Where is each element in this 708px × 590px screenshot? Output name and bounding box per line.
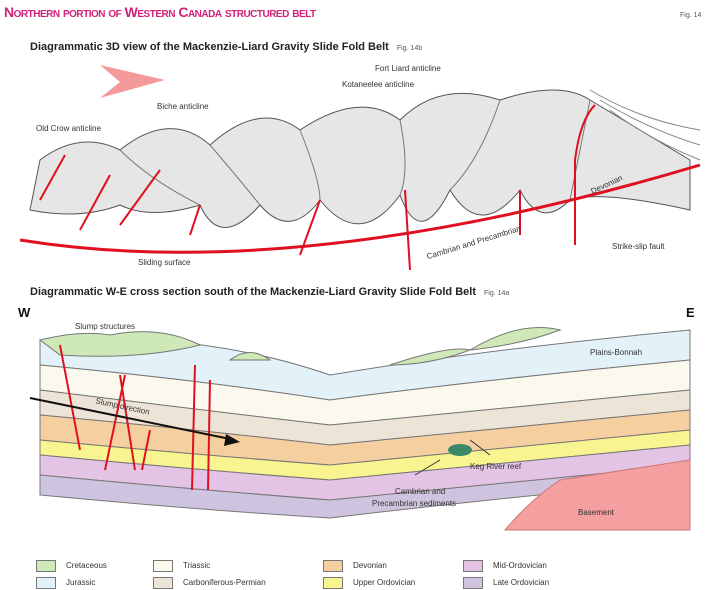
- label-keg-river-reef: Keg River reef: [470, 462, 522, 471]
- legend-label: Mid-Ordovician: [493, 561, 547, 570]
- label-cambrian-2: Precambrian sediments: [372, 499, 457, 508]
- cross-section-faults: [59, 344, 211, 491]
- legend-swatch: [153, 560, 173, 572]
- label-plains: Plains-Bonnah: [590, 348, 643, 357]
- basement-shape: [503, 459, 691, 531]
- west-label: W: [18, 305, 31, 320]
- label-fort-liard: Fort Liard anticline: [375, 64, 441, 73]
- legend-label: Triassic: [183, 561, 211, 570]
- top-diagram-heading: Diagrammatic 3D view of the Mackenzie-Li…: [30, 41, 422, 53]
- label-old-crow: Old Crow anticline: [36, 124, 101, 133]
- legend-swatch: [36, 577, 56, 589]
- legend-swatch: [463, 560, 483, 572]
- legend-swatch: [463, 577, 483, 589]
- legend-swatch: [36, 560, 56, 572]
- legend-label: Devonian: [353, 561, 387, 570]
- label-slump-structures: Slump structures: [75, 322, 136, 331]
- slump-direction-arrow: [29, 397, 236, 441]
- legend-label: Upper Ordovician: [353, 578, 416, 587]
- label-cambrian-1: Cambrian and: [395, 487, 446, 496]
- figure-number: Fig. 14: [680, 12, 702, 19]
- bottom-fig-number: Fig. 14a: [484, 290, 510, 297]
- figure-title: Northern portion of Western Canada struc…: [4, 4, 316, 20]
- bottom-diagram-title: Diagrammatic W-E cross section south of …: [30, 286, 476, 298]
- east-label: E: [686, 305, 695, 320]
- bottom-diagram-heading: Diagrammatic W-E cross section south of …: [30, 286, 509, 298]
- label-sliding-surface: Sliding surface: [138, 258, 191, 267]
- 3d-fold-belt: [19, 65, 701, 271]
- label-kotaneelee: Kotaneelee anticline: [342, 80, 415, 89]
- legend-label: Jurassic: [66, 578, 96, 587]
- slide-direction-arrow: [100, 65, 165, 98]
- top-diagram-title: Diagrammatic 3D view of the Mackenzie-Li…: [30, 41, 389, 53]
- legend-label: Carboniferous-Permian: [183, 578, 266, 587]
- keg-river-reef: [448, 444, 472, 456]
- legend-swatch: [323, 577, 343, 589]
- legend-swatch: [323, 560, 343, 572]
- top-fig-number: Fig. 14b: [396, 45, 423, 52]
- legend-label: Late Ordovician: [493, 578, 550, 587]
- legend-label: Cretaceous: [66, 561, 107, 570]
- fault-lines: [39, 104, 596, 271]
- label-basement: Basement: [578, 508, 615, 517]
- cross-section: [29, 327, 691, 531]
- label-strike-slip: Strike-slip fault: [612, 242, 665, 251]
- legend-swatch: [153, 577, 173, 589]
- label-biche: Biche anticline: [157, 102, 209, 111]
- sliding-surface-line: [19, 163, 701, 254]
